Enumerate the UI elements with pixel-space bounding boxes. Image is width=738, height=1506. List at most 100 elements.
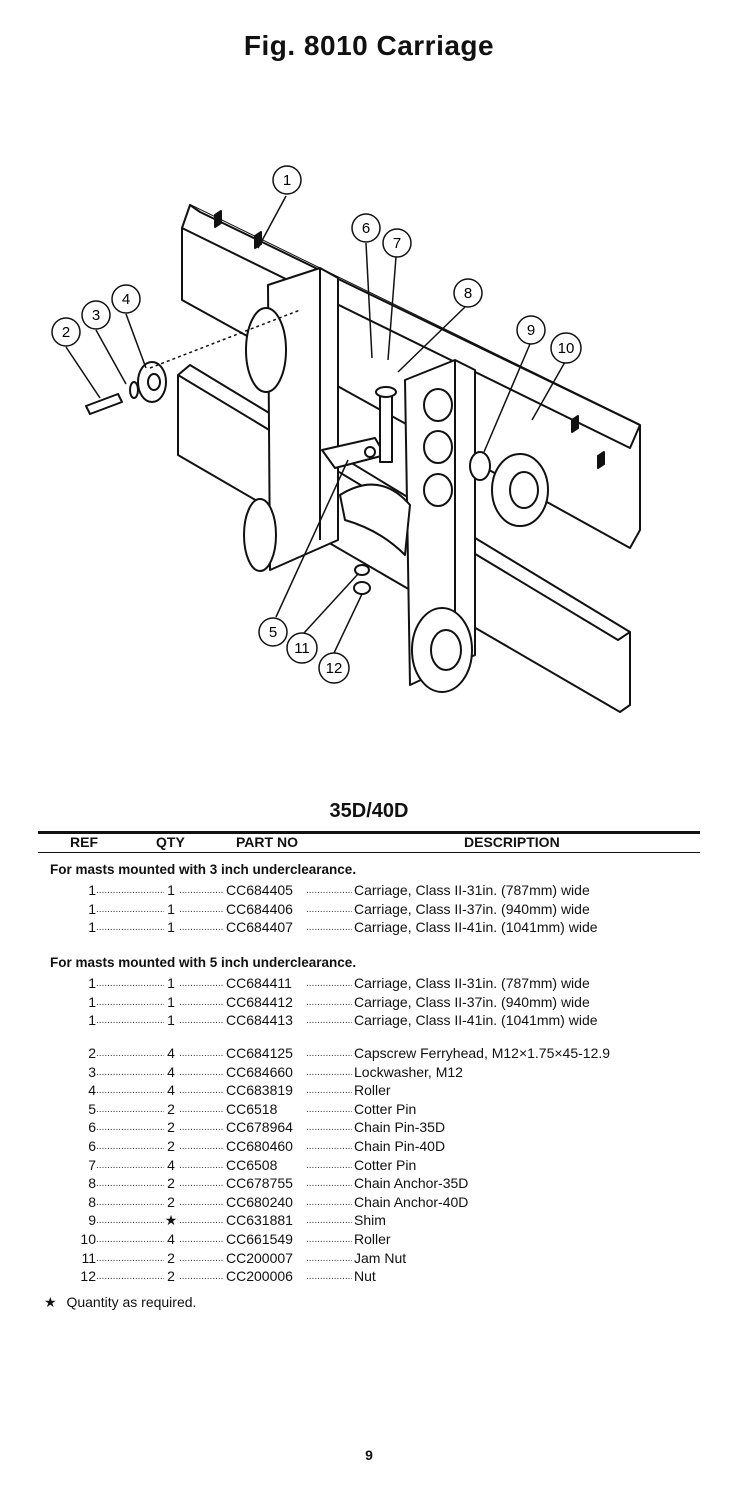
leader-dots: ........................................… bbox=[179, 903, 223, 915]
footnote: ★ Quantity as required. bbox=[44, 1294, 196, 1311]
leader-dots: ........................................… bbox=[179, 885, 223, 896]
leader-dots: ........................................… bbox=[96, 1178, 164, 1190]
leader-dots: ........................................… bbox=[96, 1215, 164, 1227]
ref-cell: 3 bbox=[88, 1063, 96, 1080]
section-heading: For masts mounted with 5 inch underclear… bbox=[50, 955, 357, 970]
description-cell: Cotter Pin bbox=[354, 1156, 417, 1173]
description-cell: Chain Anchor-35D bbox=[354, 1175, 469, 1192]
leader-dots: ........................................… bbox=[306, 885, 352, 896]
table-row: 1.......................................… bbox=[0, 901, 738, 919]
ref-cell: 1 bbox=[88, 900, 96, 917]
leader-dots: ........................................… bbox=[96, 1103, 164, 1115]
ref-cell: 5 bbox=[88, 1100, 96, 1117]
ref-cell: 1 bbox=[88, 993, 96, 1010]
svg-text:4: 4 bbox=[122, 291, 130, 308]
callout-2: 2 bbox=[51, 317, 81, 347]
leader-dots: ........................................… bbox=[306, 1141, 352, 1152]
leader-dots: ........................................… bbox=[96, 1159, 164, 1171]
table-row: 6.......................................… bbox=[0, 1119, 738, 1137]
description-cell: Chain Pin-35D bbox=[354, 1119, 446, 1136]
leader-dots: ........................................… bbox=[179, 978, 223, 989]
callout-8: 8 bbox=[453, 278, 483, 308]
qty-cell: 2 bbox=[167, 1268, 175, 1285]
callout-6: 6 bbox=[351, 213, 381, 243]
leader-dots: ........................................… bbox=[306, 996, 352, 1008]
qty-cell: ★ bbox=[164, 1212, 178, 1229]
svg-text:1: 1 bbox=[283, 172, 291, 189]
ref-cell: 6 bbox=[88, 1119, 96, 1136]
callout-9: 9 bbox=[516, 315, 546, 345]
leader-dots: ........................................… bbox=[306, 1122, 352, 1134]
ref-cell: 1 bbox=[88, 1012, 96, 1029]
table-row: 11......................................… bbox=[0, 1250, 738, 1268]
leader-dots: ........................................… bbox=[96, 996, 164, 1008]
leader-dots: ........................................… bbox=[306, 1271, 352, 1283]
qty-cell: 4 bbox=[167, 1156, 175, 1173]
part-no-cell: CC684413 bbox=[226, 1012, 293, 1029]
table-row: 1.......................................… bbox=[0, 975, 738, 993]
leader-dots: ........................................… bbox=[96, 922, 164, 934]
table-row: 8.......................................… bbox=[0, 1194, 738, 1212]
part-no-cell: CC684406 bbox=[226, 900, 293, 917]
description-cell: Carriage, Class II-31in. (787mm) wide bbox=[354, 975, 590, 991]
ref-cell: 1 bbox=[88, 882, 96, 898]
section-heading: For masts mounted with 3 inch underclear… bbox=[50, 862, 357, 877]
table-row: 4.......................................… bbox=[0, 1082, 738, 1100]
qty-cell: 2 bbox=[167, 1119, 175, 1136]
header-part-no: PART NO bbox=[236, 834, 298, 850]
part-no-cell: CC684660 bbox=[226, 1063, 293, 1080]
leader-dots: ........................................… bbox=[306, 1048, 352, 1059]
table-row: 9.......................................… bbox=[0, 1212, 738, 1230]
table-row: 6.......................................… bbox=[0, 1138, 738, 1156]
ref-cell: 1 bbox=[88, 919, 96, 936]
part-no-cell: CC200006 bbox=[226, 1268, 293, 1285]
ref-cell: 11 bbox=[81, 1249, 96, 1266]
leader-dots: ........................................… bbox=[179, 1252, 223, 1264]
callout-12: 12 bbox=[318, 652, 350, 684]
svg-text:12: 12 bbox=[326, 660, 343, 677]
callout-10: 10 bbox=[550, 332, 582, 364]
ref-cell: 2 bbox=[88, 1045, 96, 1061]
qty-cell: 1 bbox=[167, 900, 175, 917]
part-no-cell: CC684412 bbox=[226, 993, 293, 1010]
ref-cell: 8 bbox=[88, 1193, 96, 1210]
table-row: 12......................................… bbox=[0, 1268, 738, 1286]
svg-text:7: 7 bbox=[393, 235, 401, 252]
leader-dots: ........................................… bbox=[306, 1103, 352, 1115]
leader-dots: ........................................… bbox=[179, 1196, 223, 1208]
part-no-cell: CC684407 bbox=[226, 919, 293, 936]
ref-cell: 8 bbox=[88, 1175, 96, 1192]
leader-dots: ........................................… bbox=[179, 996, 223, 1008]
ref-cell: 12 bbox=[80, 1268, 96, 1285]
footnote-text: Quantity as required. bbox=[66, 1294, 197, 1310]
star-icon: ★ bbox=[44, 1294, 57, 1310]
description-cell: Roller bbox=[354, 1082, 391, 1099]
leader-dots: ........................................… bbox=[96, 1048, 164, 1059]
description-cell: Carriage, Class II-41in. (1041mm) wide bbox=[354, 919, 598, 936]
ref-cell: 10 bbox=[80, 1231, 96, 1247]
leader-dots: ........................................… bbox=[179, 1178, 223, 1190]
svg-text:5: 5 bbox=[269, 624, 277, 641]
description-cell: Lockwasher, M12 bbox=[354, 1063, 463, 1080]
description-cell: Carriage, Class II-31in. (787mm) wide bbox=[354, 882, 590, 898]
leader-dots: ........................................… bbox=[96, 1234, 164, 1245]
qty-cell: 4 bbox=[167, 1231, 175, 1247]
leader-dots: ........................................… bbox=[179, 1085, 223, 1097]
svg-text:6: 6 bbox=[362, 220, 370, 237]
leader-dots: ........................................… bbox=[96, 1196, 164, 1208]
qty-cell: 1 bbox=[167, 882, 175, 898]
leader-dots: ........................................… bbox=[306, 1215, 352, 1227]
header-ref: REF bbox=[70, 834, 98, 850]
leader-dots: ........................................… bbox=[179, 1159, 223, 1171]
description-cell: Capscrew Ferryhead, M12×1.75×45-12.9 bbox=[354, 1045, 611, 1061]
part-no-cell: CC683819 bbox=[226, 1082, 293, 1099]
part-no-cell: CC6518 bbox=[226, 1100, 278, 1117]
leader-dots: ........................................… bbox=[96, 903, 164, 915]
page-number: 9 bbox=[365, 1447, 373, 1463]
qty-cell: 1 bbox=[167, 1012, 175, 1029]
leader-dots: ........................................… bbox=[96, 1122, 164, 1134]
callout-11: 11 bbox=[286, 632, 318, 664]
carriage-exploded-diagram: 1 2 3 4 5 6 7 8 9 10 11 12 bbox=[51, 165, 641, 713]
leader-dots: ........................................… bbox=[306, 1196, 352, 1208]
qty-cell: 1 bbox=[167, 919, 175, 936]
